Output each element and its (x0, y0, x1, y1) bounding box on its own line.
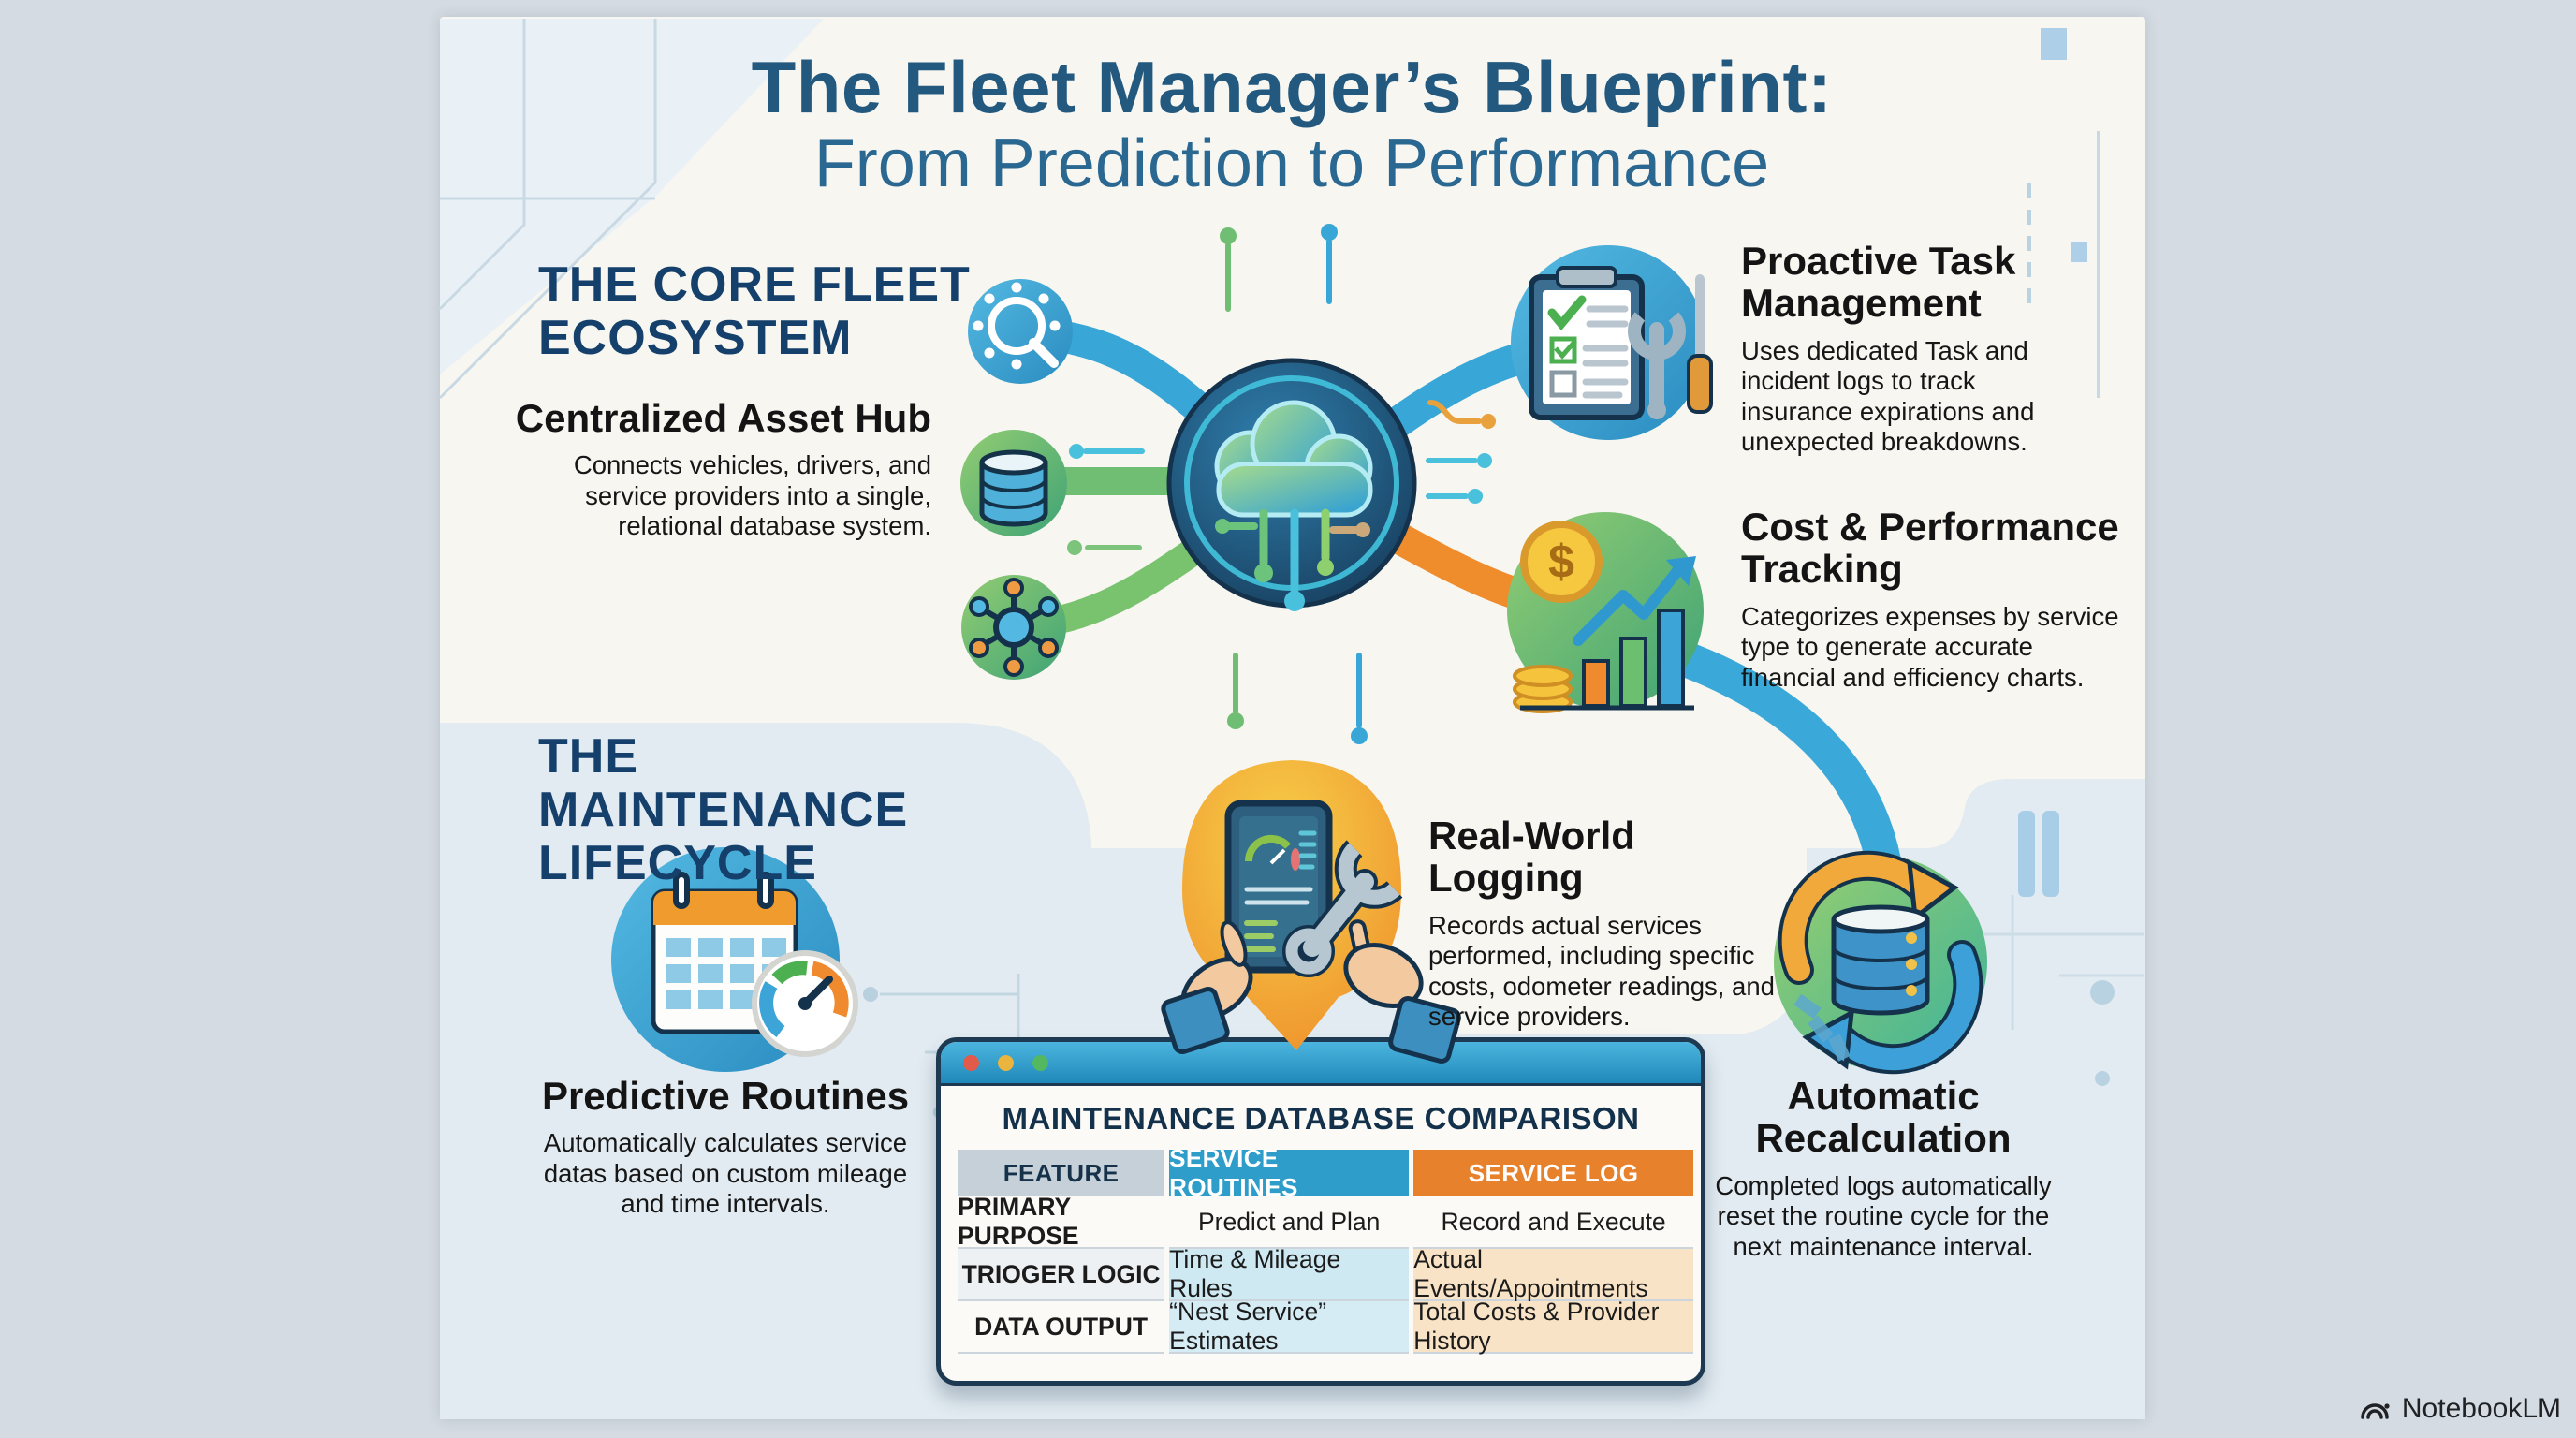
recalculation-flow-curve (1658, 638, 1901, 879)
card-automatic-recalculation: Automatic Recalculation Completed logs a… (1700, 1075, 2067, 1262)
screwdriver-icon (1687, 274, 1713, 414)
card-title: Proactive Task Management (1741, 239, 2016, 326)
database-icon (960, 430, 1067, 536)
table-cell-feature: PRIMARY PURPOSE (958, 1193, 1165, 1250)
calendar-gauge-icon (611, 847, 858, 1072)
comparison-table-title: MAINTENANCE DATABASE COMPARISON (1002, 1101, 1640, 1136)
network-icon (961, 575, 1066, 680)
notebooklm-icon (2361, 1403, 2390, 1419)
card-proactive-task-management: Proactive Task Management Uses dedicated… (1741, 240, 2089, 457)
section-heading-ecosystem: THE CORE FLEET ECOSYSTEM (538, 257, 971, 366)
window-titlebar (941, 1042, 1701, 1086)
section-heading-lifecycle: THE MAINTENANCE LIFECYCLE (538, 729, 909, 891)
table-cell-routines: “Nest Service” Estimates (1169, 1298, 1410, 1355)
comparison-table: FEATURE SERVICE ROUTINES SERVICE LOG PRI… (958, 1144, 1693, 1355)
close-window-icon[interactable] (963, 1054, 979, 1071)
minimize-window-icon[interactable] (998, 1054, 1014, 1071)
notebooklm-label: NotebookLM (2401, 1393, 2561, 1424)
table-cell-routines: Predict and Plan (1169, 1196, 1410, 1249)
circuit-stubs (1083, 239, 1482, 728)
table-cell-feature: TRIOGER LOGIC (958, 1249, 1165, 1301)
left-hand (1161, 920, 1253, 1055)
right-hand (1343, 919, 1461, 1064)
svg-text:$: $ (1548, 536, 1574, 588)
table-cell-log: Total Costs & Provider History (1413, 1298, 1693, 1355)
table-cell-log: Record and Execute (1413, 1196, 1693, 1249)
card-title: Predictive Routines (541, 1074, 910, 1118)
table-cell-routines: Time & Mileage Rules (1169, 1245, 1410, 1302)
column-header-service-log: SERVICE LOG (1413, 1150, 1693, 1196)
logging-text-backdrop (1376, 768, 1807, 1034)
card-title: Real-World Logging (1428, 814, 1635, 901)
logging-icon-layer (1161, 760, 1461, 1064)
card-cost-performance-tracking: Cost & Performance Tracking Categorizes … (1741, 506, 2130, 693)
hub-circuit-lines (1226, 508, 1359, 594)
card-description: Uses dedicated Task and incident logs to… (1741, 335, 2035, 457)
column-header-service-routines: SERVICE ROUTINES (1169, 1144, 1410, 1201)
card-centralized-asset-hub: Centralized Asset Hub Connects vehicles,… (501, 397, 931, 542)
comparison-table-window: MAINTENANCE DATABASE COMPARISON FEATURE … (936, 1037, 1705, 1386)
card-real-world-logging: Real-World Logging Records actual servic… (1428, 814, 1786, 1032)
notebooklm-watermark: NotebookLM (2359, 1393, 2561, 1425)
cloud-icon (1214, 400, 1373, 518)
recalculation-icon (1774, 850, 1987, 1075)
card-description: Connects vehicles, drivers, and service … (573, 450, 931, 541)
blueprint-decoration-top-left (438, 19, 824, 400)
page-title-line2: From Prediction to Performance (813, 125, 1770, 201)
logging-tablet-icon (1161, 760, 1461, 1064)
table-cell-log: Actual Events/Appointments (1413, 1245, 1693, 1302)
blueprint-decoration-right (1928, 28, 2144, 1086)
central-hub-icon (1166, 358, 1417, 611)
card-title: Cost & Performance Tracking (1741, 505, 2119, 592)
card-description: Records actual services performed, inclu… (1428, 910, 1775, 1032)
cost-chart-icon: $ (1507, 512, 1704, 713)
circuit-dots (1067, 224, 1496, 744)
page-title-line1: The Fleet Manager’s Blueprint: (751, 46, 1833, 128)
maximize-window-icon[interactable] (1032, 1054, 1048, 1071)
card-title: Centralized Asset Hub (515, 396, 931, 440)
card-description: Categorizes expenses by service type to … (1741, 601, 2119, 692)
search-icon (968, 279, 1073, 384)
page-title: The Fleet Manager’s Blueprint: From Pred… (655, 49, 1928, 201)
card-title: Automatic Recalculation (1755, 1074, 2012, 1161)
table-cell-feature: DATA OUTPUT (958, 1301, 1165, 1354)
column-header-feature: FEATURE (958, 1150, 1165, 1196)
task-clipboard-icon (1511, 245, 1713, 440)
wrench-icon (1628, 312, 1686, 419)
card-predictive-routines: Predictive Routines Automatically calcul… (541, 1075, 910, 1220)
wrench-icon (1282, 840, 1403, 977)
card-description: Automatically calculates service datas b… (543, 1128, 908, 1219)
card-description: Completed logs automatically reset the r… (1715, 1170, 2052, 1261)
